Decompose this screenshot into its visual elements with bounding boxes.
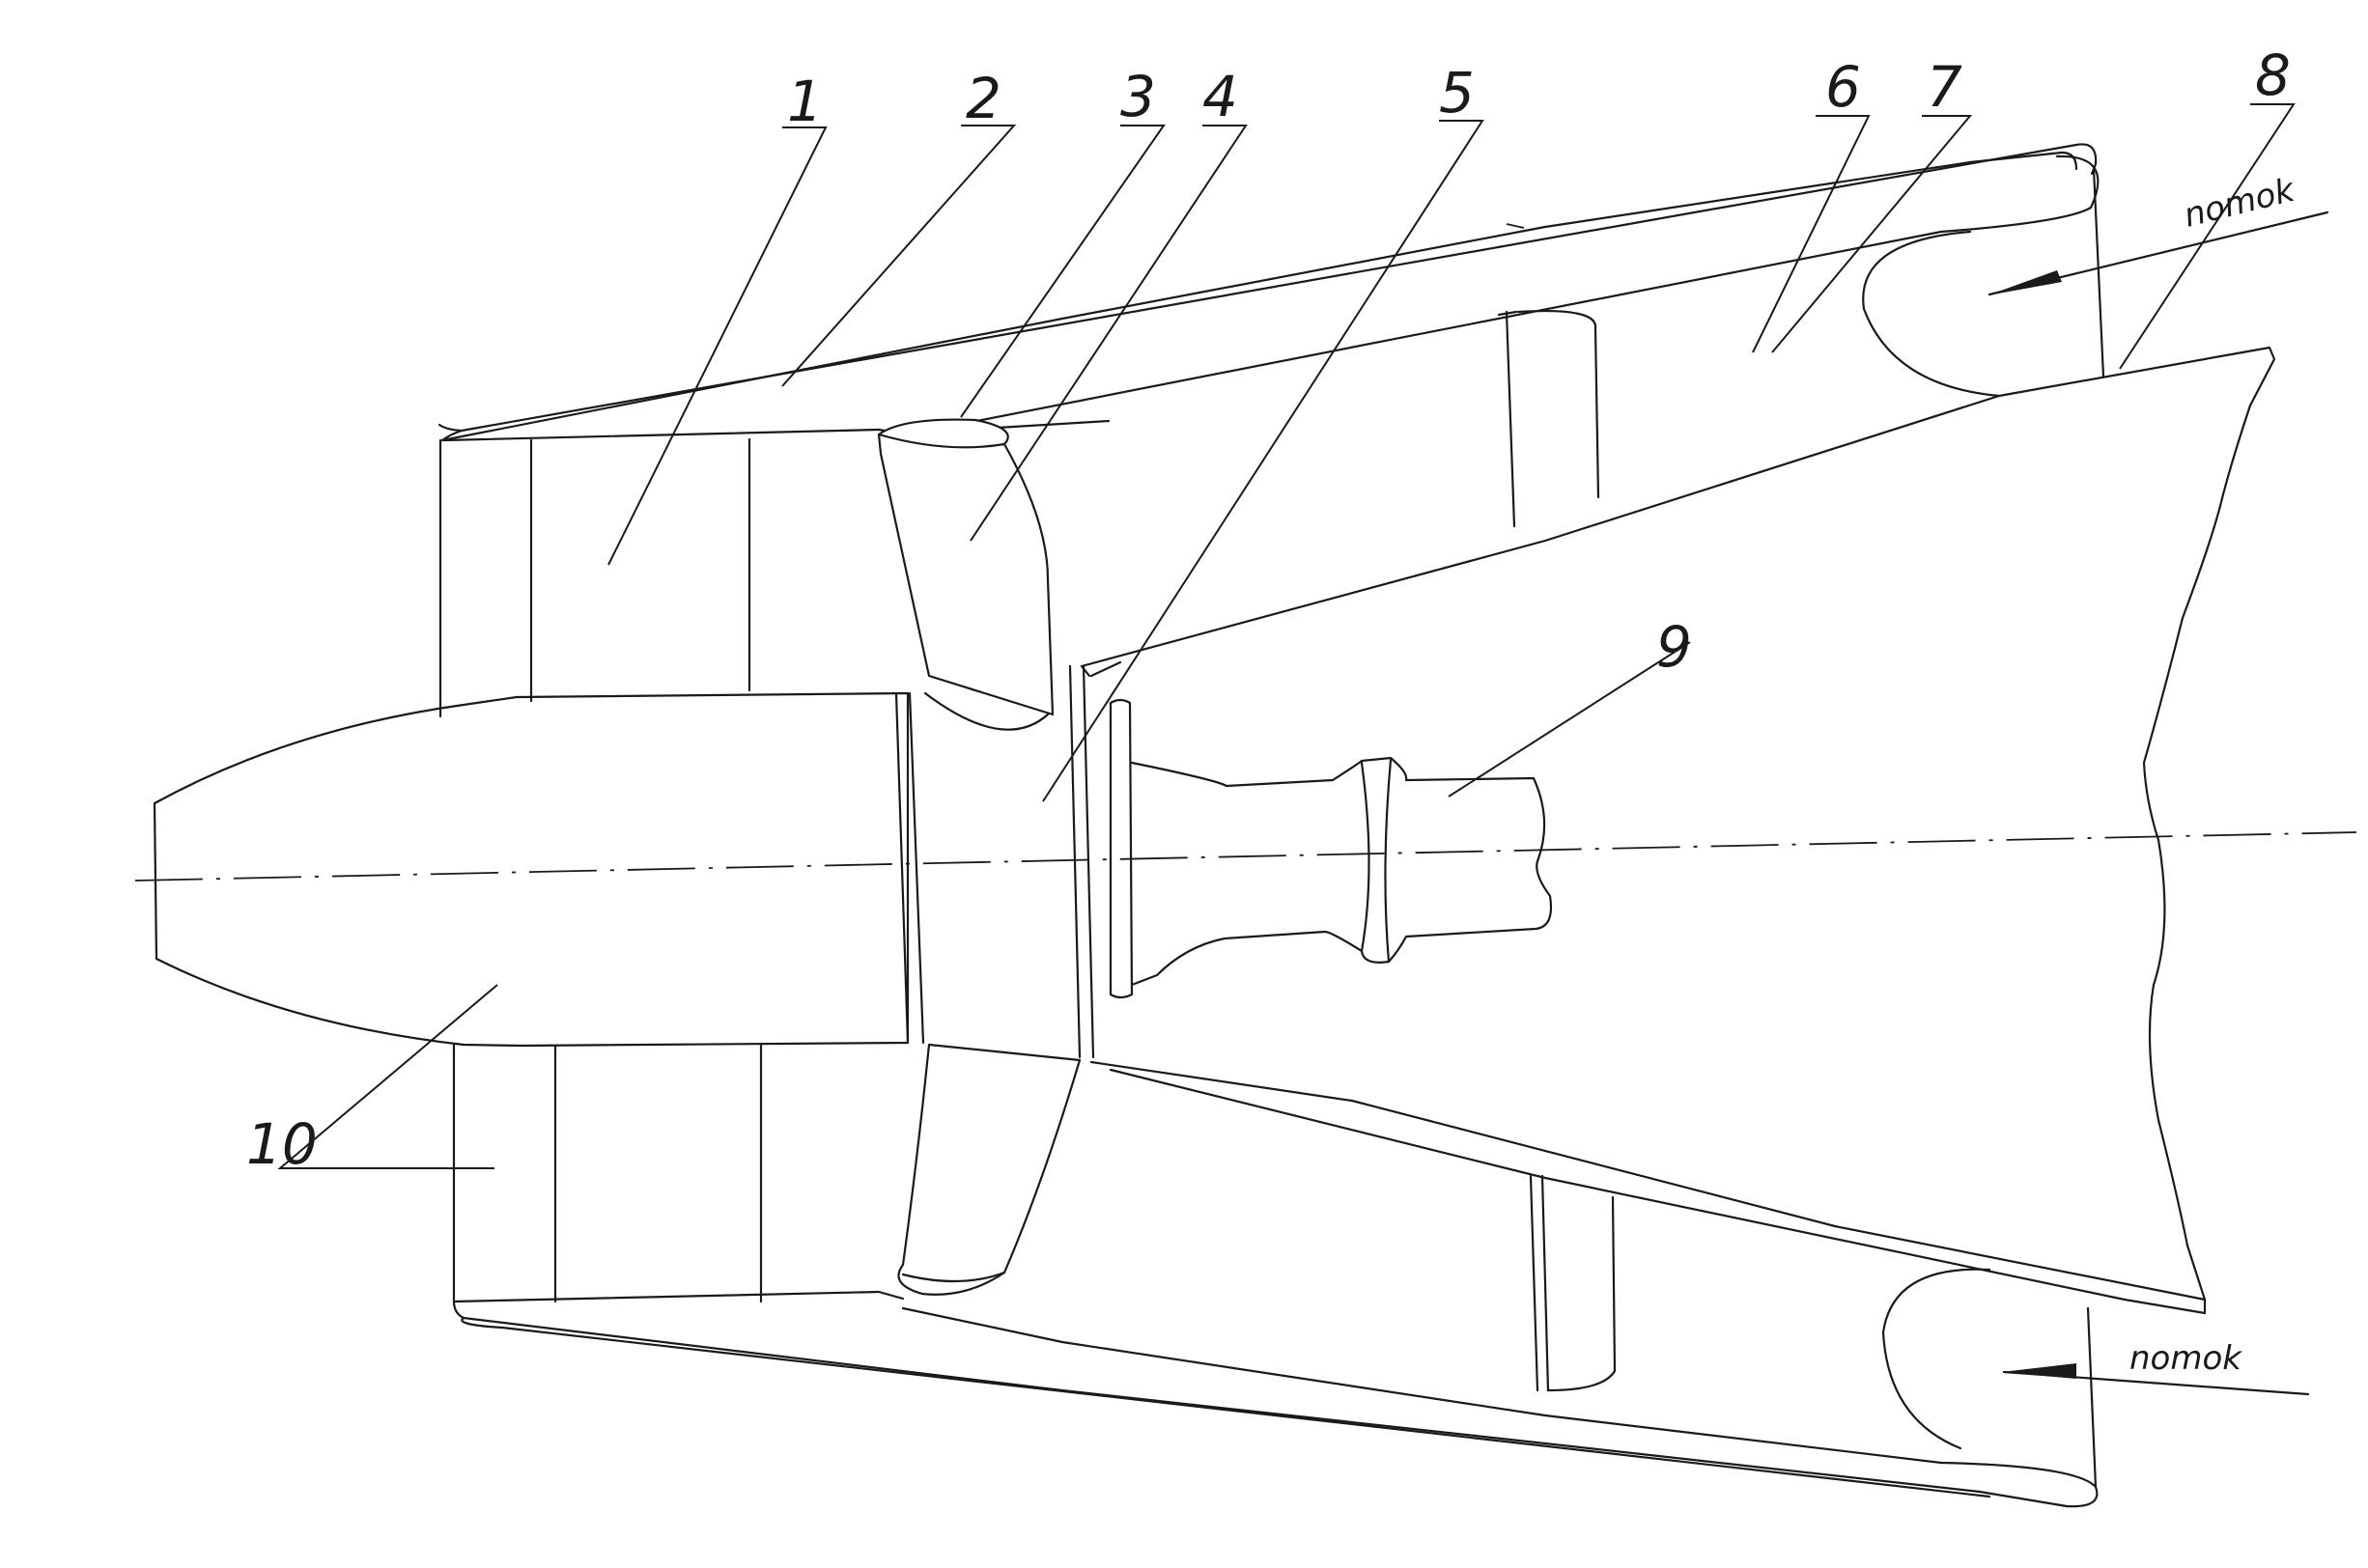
callout-10: 10 [246,1111,318,1177]
lower-cowl [452,1290,2099,1508]
shaft [1109,698,1553,999]
callout-5: 5 [1439,60,1475,126]
flow-label-bottom: nomok [2129,1339,2242,1378]
leader-lines [277,103,2296,1169]
callout-9: 9 [1656,614,1692,680]
spinner-nose-cone [153,691,925,1048]
callout-7: 7 [1927,54,1962,120]
lower-stator-vane [897,1043,1082,1296]
callout-2: 2 [966,66,1001,131]
lower-flow-inlet-scoop [1881,1268,1991,1450]
upper-flow-arrow [1987,210,2329,296]
callout-6: 6 [1825,54,1861,120]
centerline-axis [134,831,2357,882]
lower-flow-arrow [2002,1363,2310,1396]
callout-1: 1 [787,69,823,134]
callout-8: 8 [2255,42,2291,108]
disc-hub [923,660,1122,1059]
callout-4: 4 [1202,64,1238,129]
upper-stator-vane [877,418,1055,716]
lower-fan-duct [452,1043,1617,1392]
flow-label-top: nomok [2181,171,2299,236]
callout-3: 3 [1120,64,1156,129]
upper-flow-inlet-scoop [1862,230,2001,398]
upper-cowl [437,143,2105,442]
core-casing [1080,346,2276,1315]
